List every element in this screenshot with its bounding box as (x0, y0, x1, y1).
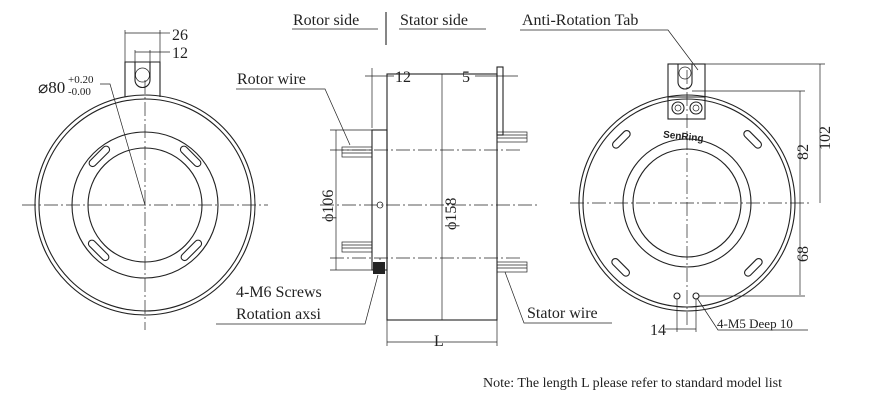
screws-label: 4-M6 Screws (236, 284, 322, 301)
stator-wires (496, 131, 528, 273)
side-view: Rotor side Stator side 12 (216, 12, 612, 350)
dim-slot-width: 12 (172, 45, 188, 62)
stator-end-view: Anti-Rotation Tab SenRing 102 82 68 (520, 12, 834, 339)
dim-bore: ⌀80 (38, 78, 65, 97)
stator-side-label: Stator side (400, 12, 468, 29)
holes-label: 4-M5 Deep 10 (717, 316, 793, 331)
senring-logo: SenRing (663, 130, 704, 145)
mount-slots (87, 145, 203, 262)
dim-tab-height: 82 (795, 144, 812, 160)
dim-tab-width: 26 (172, 27, 188, 44)
dim-bore-upper-tol: +0.20 (68, 74, 94, 86)
rotor-wire-label: Rotor wire (237, 71, 306, 88)
dim-length: L (434, 333, 444, 350)
stator-wire-label: Stator wire (527, 305, 598, 322)
dim-flange: 12 (395, 69, 411, 86)
anti-rotation-tab-label: Anti-Rotation Tab (522, 12, 638, 29)
dim-hole-offset: 68 (795, 246, 812, 262)
mount-slots (611, 130, 763, 277)
dim-tab-top: 102 (817, 126, 834, 150)
rotor-end-view: 26 12 ⌀80 +0.20 -0.00 (22, 27, 268, 330)
dim-stator-dia: ϕ158 (443, 198, 460, 230)
dim-tab-thickness: 5 (462, 69, 470, 86)
dim-rotor-dia: ϕ106 (320, 190, 337, 222)
dim-hole-spacing: 14 (650, 322, 666, 339)
rotation-axis-label: Rotation axsi (236, 306, 321, 323)
rotor-side-label: Rotor side (293, 12, 359, 29)
rotor-wires (341, 146, 373, 253)
note-text: Note: The length L please refer to stand… (483, 376, 782, 391)
dim-bore-lower-tol: -0.00 (68, 86, 91, 98)
